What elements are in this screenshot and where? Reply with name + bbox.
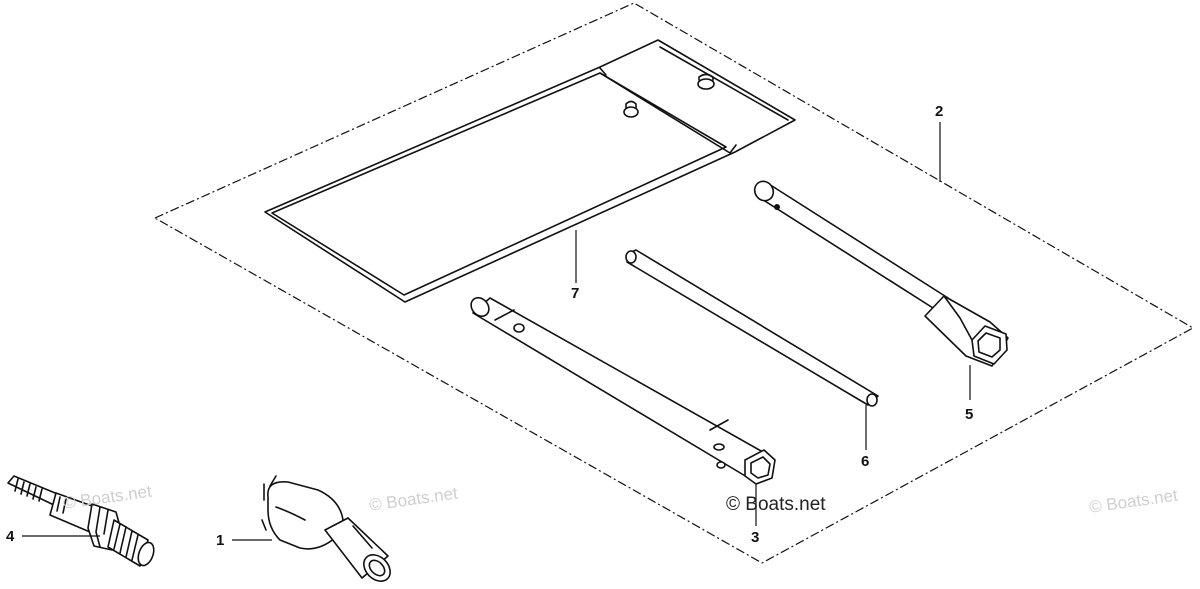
- callout-5: 5: [965, 406, 974, 423]
- callout-7: 7: [571, 285, 580, 302]
- copyright-notice: © Boats.net: [726, 494, 826, 515]
- box-wrench-large: [753, 180, 1009, 367]
- plug-wrench: [261, 475, 391, 582]
- callout-3: 3: [751, 529, 760, 546]
- box-wrench-small: [470, 296, 776, 485]
- tool-bag: [264, 39, 796, 303]
- toolkit-board-outline: [153, 2, 1195, 564]
- spark-plug: [7, 475, 155, 567]
- callout-6: 6: [861, 453, 870, 470]
- callout-4: 4: [6, 528, 15, 545]
- callout-2: 2: [935, 103, 944, 120]
- handle-bar: [625, 249, 879, 407]
- callout-1: 1: [216, 532, 225, 549]
